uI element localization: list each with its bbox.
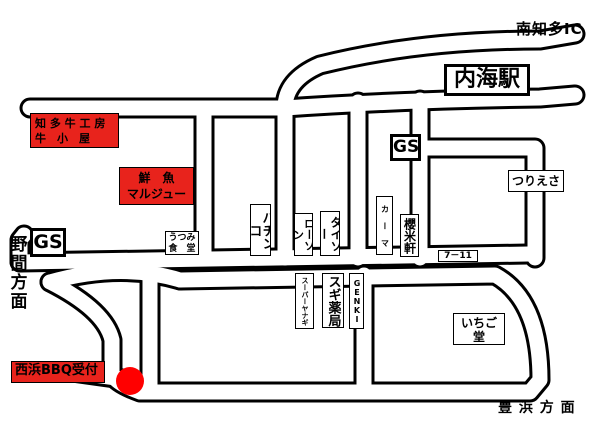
landmark-ichigo-dou: いちご 堂 [453,313,505,345]
landmark-sengyo-marujuu: 鮮 魚 マルジュー [119,167,194,205]
direction-minami-chita-ic: 南知多IC [516,20,583,38]
landmark-sugi-drug: スギ薬局 [322,273,344,328]
bbq-location-marker [116,367,144,395]
landmark-daiso: ダイソー [320,211,340,256]
landmark-utsumi-shokudou: うつみ 食 堂 [165,231,199,255]
landmark-lawson: ローソン [294,213,313,256]
landmark-chita-beef: 知 多 牛 工 房 牛 小 屋 [30,113,119,148]
landmark-tsuriesa: つりえさ [508,170,564,192]
landmark-gs-right: GS [390,134,421,161]
landmark-ka-ma: カ ー マ [376,196,393,255]
landmark-utsumi-station: 内海駅 [444,64,530,96]
direction-toyohama: 豊 浜 方 面 [498,400,576,416]
landmark-supermarket-yanagi: スーパーヤナギ [295,273,314,329]
landmark-bbq-reception: 西浜BBQ受付 [11,361,105,383]
landmark-gs-left: GS [30,228,66,257]
landmark-seven-eleven: 7－11 [438,250,478,262]
direction-noma: 野 間 方 面 [10,235,28,312]
landmark-ouken: 櫻米軒 [400,214,419,257]
landmark-genki: GENKI [349,273,364,329]
landmark-pachinko: パチンコ [250,204,271,256]
